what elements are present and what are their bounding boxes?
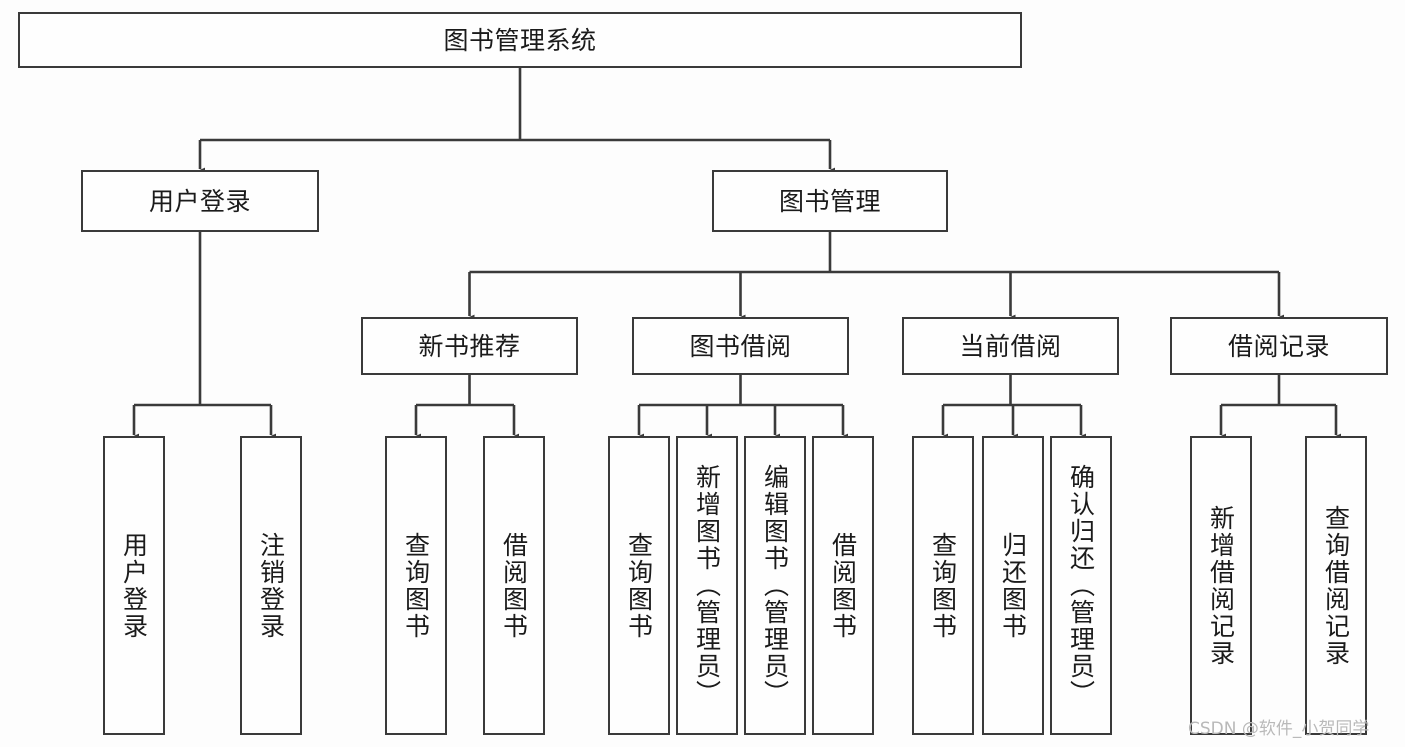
node-label: 新增图书（管理员） <box>692 464 722 707</box>
node-label: 当前借阅 <box>959 331 1062 361</box>
node-leaf-cur-2[interactable]: 归还图书 <box>982 436 1044 735</box>
node-label: 查询图书 <box>624 531 654 640</box>
node-label: 新增借阅记录 <box>1206 504 1236 667</box>
node-label: 归还图书 <box>998 531 1028 640</box>
node-root[interactable]: 图书管理系统 <box>18 12 1022 68</box>
node-label: 用户登录 <box>148 186 251 216</box>
node-leaf-cur-1[interactable]: 查询图书 <box>912 436 974 735</box>
node-leaf-borrow-3[interactable]: 编辑图书（管理员） <box>744 436 806 735</box>
node-leaf-borrow-2[interactable]: 新增图书（管理员） <box>676 436 738 735</box>
node-label: 用户登录 <box>119 531 149 640</box>
node-label: 图书管理系统 <box>443 25 597 55</box>
node-leaf-rec-1[interactable]: 新增借阅记录 <box>1190 436 1252 735</box>
node-bookmgmt[interactable]: 图书管理 <box>712 170 948 232</box>
node-label: 查询借阅记录 <box>1321 504 1351 667</box>
node-login[interactable]: 用户登录 <box>81 170 319 232</box>
node-label: 图书管理 <box>778 186 881 216</box>
node-label: 注销登录 <box>256 531 286 640</box>
node-leaf-rec-2[interactable]: 查询借阅记录 <box>1305 436 1367 735</box>
node-leaf-borrow-1[interactable]: 查询图书 <box>608 436 670 735</box>
node-current[interactable]: 当前借阅 <box>902 317 1119 375</box>
node-borrow[interactable]: 图书借阅 <box>632 317 849 375</box>
node-leaf-new-1[interactable]: 查询图书 <box>385 436 447 735</box>
node-label: 图书借阅 <box>689 331 792 361</box>
node-records[interactable]: 借阅记录 <box>1170 317 1388 375</box>
node-label: 确认归还（管理员） <box>1066 464 1096 707</box>
node-newbook[interactable]: 新书推荐 <box>361 317 578 375</box>
node-label: 查询图书 <box>401 531 431 640</box>
node-leaf-borrow-4[interactable]: 借阅图书 <box>812 436 874 735</box>
node-label: 借阅记录 <box>1227 331 1330 361</box>
node-label: 新书推荐 <box>418 331 521 361</box>
node-leaf-cur-3[interactable]: 确认归还（管理员） <box>1050 436 1112 735</box>
watermark: CSDN @软件_小贺同学 <box>1188 719 1370 739</box>
node-leaf-login-2[interactable]: 注销登录 <box>240 436 302 735</box>
node-leaf-login-1[interactable]: 用户登录 <box>103 436 165 735</box>
node-label: 查询图书 <box>928 531 958 640</box>
node-label: 编辑图书（管理员） <box>760 464 790 707</box>
node-label: 借阅图书 <box>499 531 529 640</box>
node-leaf-new-2[interactable]: 借阅图书 <box>483 436 545 735</box>
node-label: 借阅图书 <box>828 531 858 640</box>
